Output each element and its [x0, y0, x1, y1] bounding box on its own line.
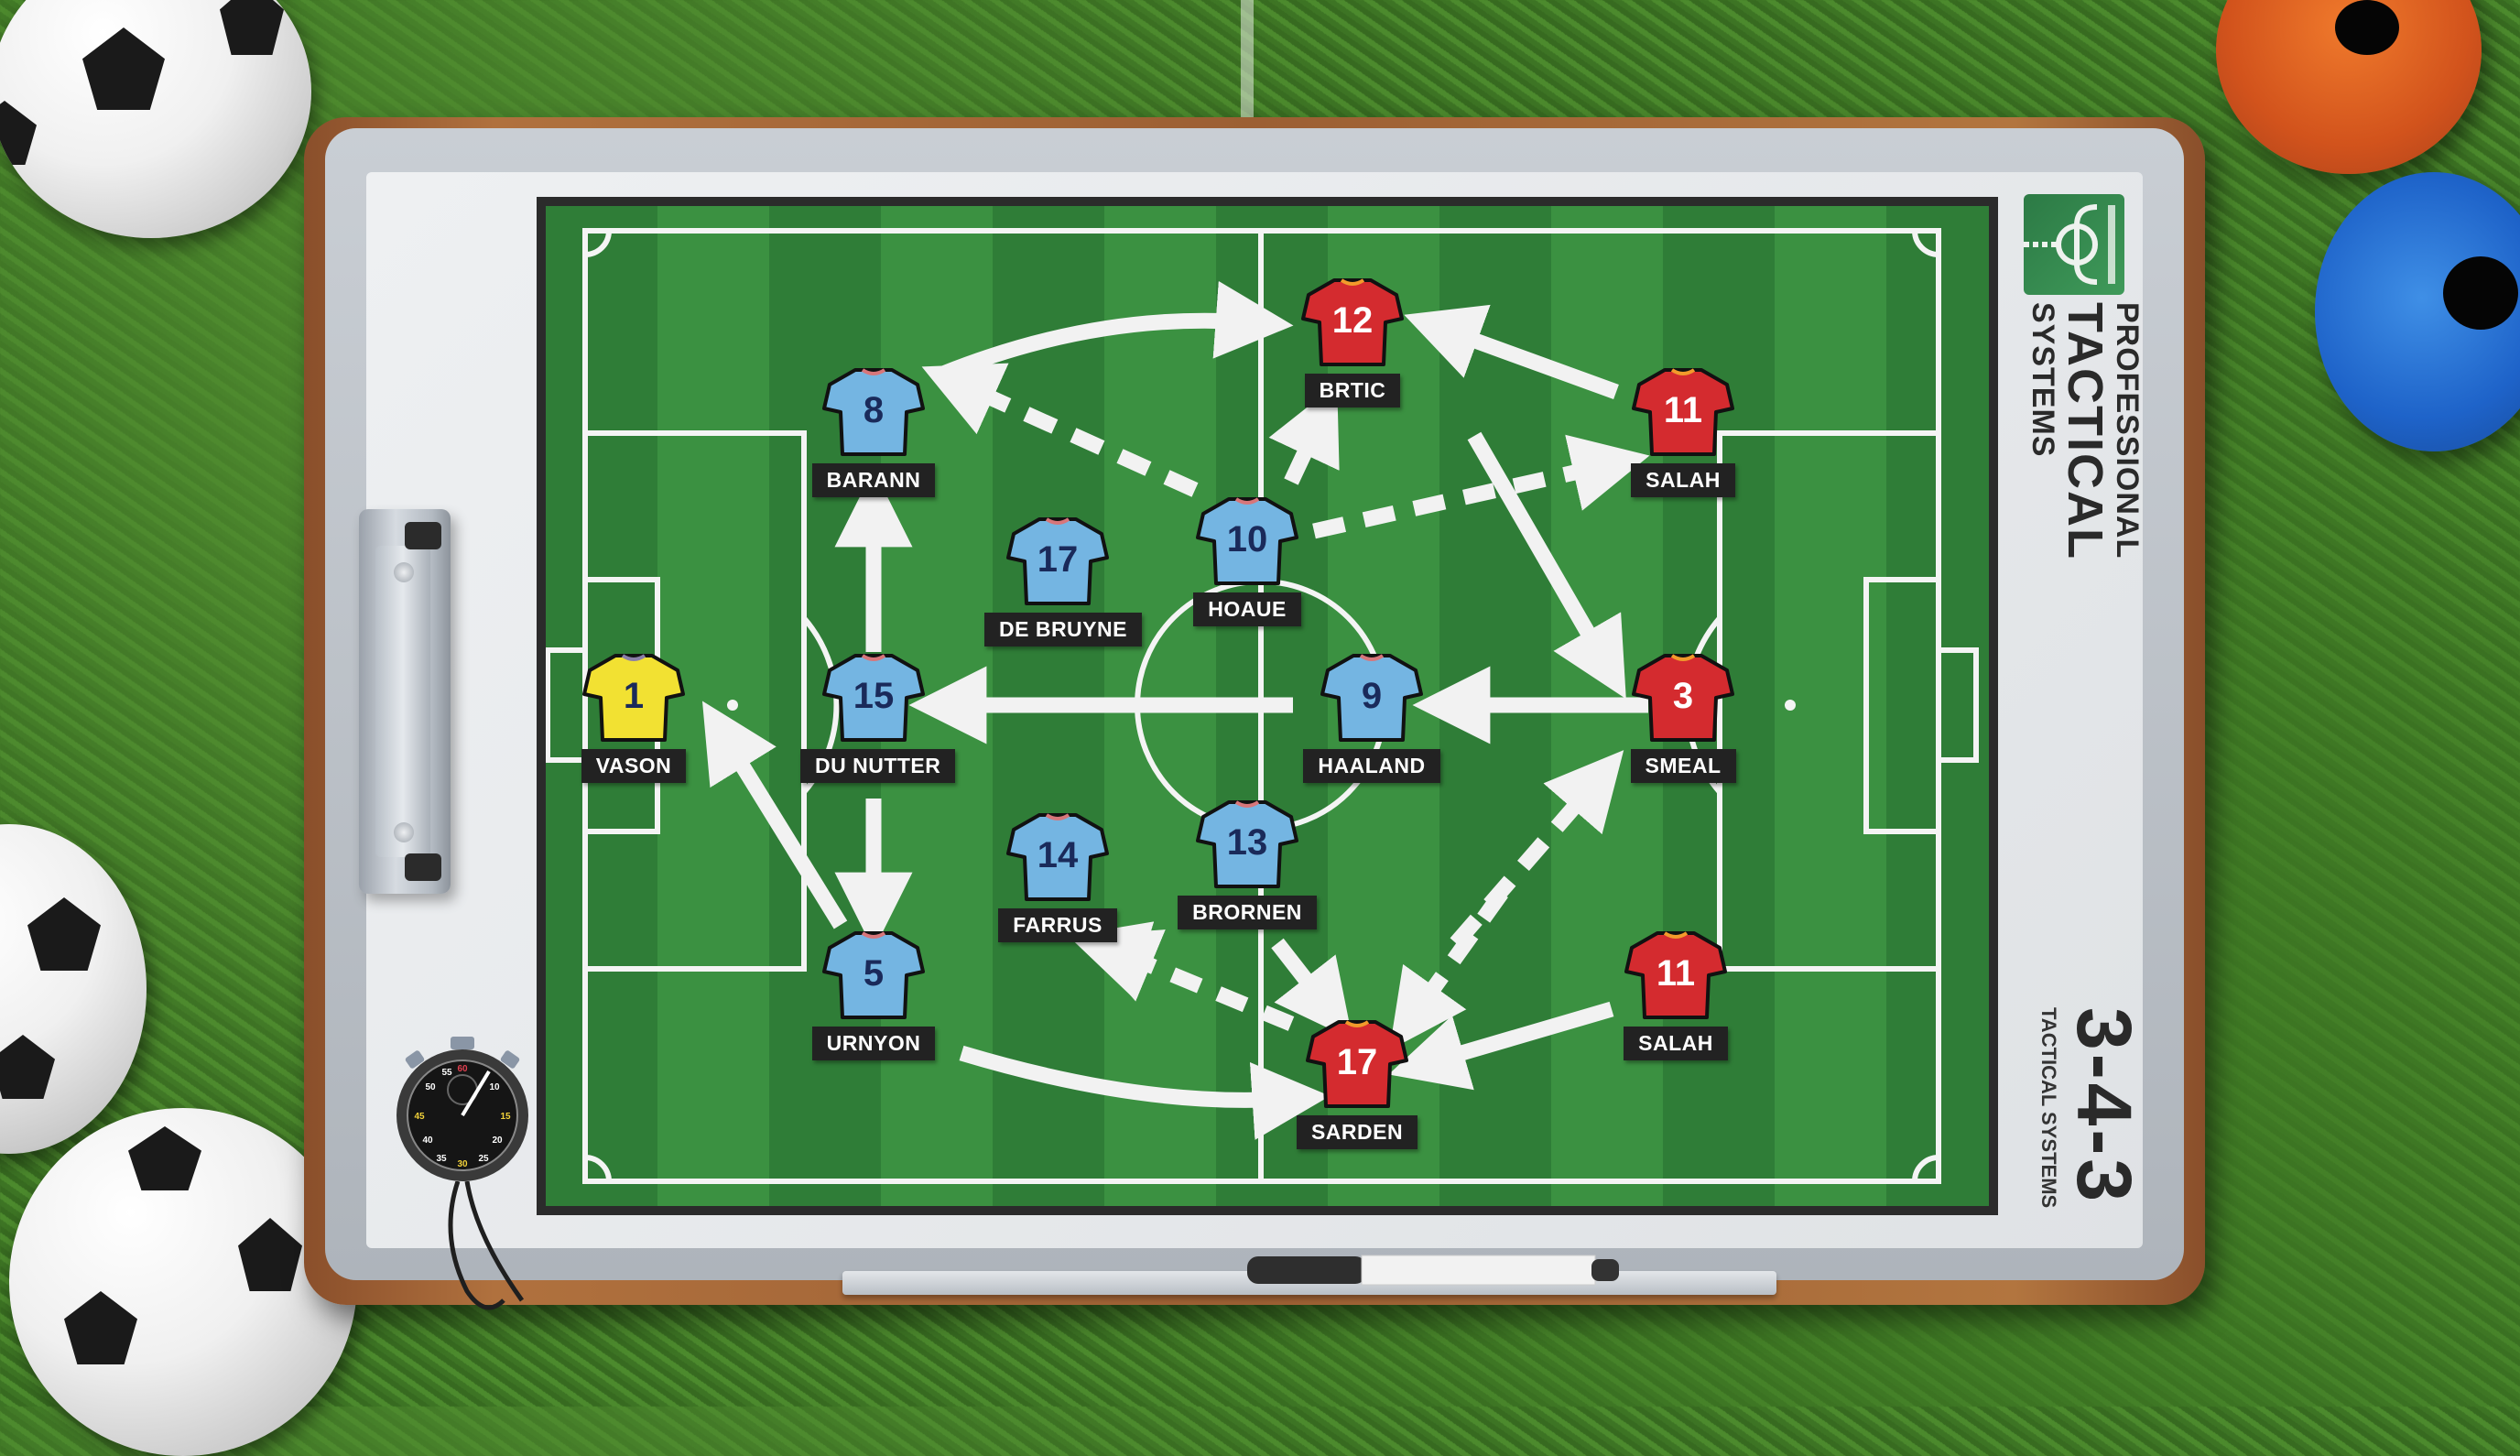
- svg-text:15: 15: [500, 1112, 511, 1122]
- player-smeal[interactable]: 3 SMEAL: [1610, 652, 1756, 783]
- brand-wordmark: PROFESSIONAL TACTICAL SYSTEMS: [2015, 302, 2145, 560]
- svg-text:60: 60: [457, 1064, 468, 1074]
- brand-line-2: TACTICAL: [2058, 302, 2113, 560]
- player-name-label: HAALAND: [1303, 749, 1440, 783]
- player-brornen[interactable]: 13 BRORNEN: [1174, 799, 1320, 929]
- formation-label: 3-4-3 TACTICAL SYSTEMS: [2015, 1007, 2147, 1209]
- board-clip[interactable]: [359, 509, 451, 894]
- player-vason[interactable]: 1 VASON: [560, 652, 707, 783]
- player-name-label: BARANN: [811, 463, 936, 497]
- player-name-label: BRTIC: [1304, 374, 1401, 407]
- player-salah-top[interactable]: 11 SALAH: [1610, 366, 1756, 497]
- player-hoaue[interactable]: 10 HOAUE: [1174, 495, 1320, 626]
- soccer-ball-top-left: [0, 0, 311, 238]
- svg-text:10: 10: [489, 1082, 500, 1092]
- goalkeeper-shirt-icon: 1: [582, 652, 685, 744]
- home-shirt-icon: 15: [822, 652, 925, 744]
- player-name-label: SALAH: [1631, 463, 1735, 497]
- player-name-label: DU NUTTER: [800, 749, 956, 783]
- away-shirt-icon: 17: [1306, 1018, 1408, 1110]
- player-name-label: HOAUE: [1193, 592, 1301, 626]
- formation-subtitle: TACTICAL SYSTEMS: [2037, 1007, 2060, 1209]
- player-sarden[interactable]: 17 SARDEN: [1284, 1018, 1430, 1149]
- svg-text:45: 45: [414, 1112, 425, 1122]
- stopwatch-lanyard: [448, 1181, 525, 1310]
- blue-training-cone: [2315, 172, 2520, 451]
- soccer-ball-bottom-left: [9, 1108, 357, 1456]
- away-shirt-icon: 11: [1624, 929, 1727, 1021]
- player-de-bruyne[interactable]: 17 DE BRUYNE: [984, 516, 1142, 647]
- pitch-logo-icon: [2024, 204, 2115, 285]
- pitch-markings: [546, 228, 1979, 1184]
- home-shirt-icon: 10: [1196, 495, 1298, 587]
- brand-line-1: PROFESSIONAL: [2110, 302, 2145, 560]
- home-shirt-icon: 8: [822, 366, 925, 458]
- player-name-label: BRORNEN: [1178, 896, 1317, 929]
- svg-text:55: 55: [441, 1068, 452, 1078]
- svg-text:35: 35: [436, 1154, 447, 1164]
- brand-logo: [2024, 194, 2124, 295]
- home-shirt-icon: 17: [1006, 516, 1109, 607]
- player-name-label: SARDEN: [1296, 1115, 1418, 1149]
- whiteboard-marker[interactable]: [1247, 1254, 1623, 1287]
- player-urnyon[interactable]: 5 URNYON: [800, 929, 947, 1060]
- home-shirt-icon: 9: [1320, 652, 1423, 744]
- player-haaland[interactable]: 9 HAALAND: [1298, 652, 1445, 783]
- home-shirt-icon: 14: [1006, 811, 1109, 903]
- player-du-nutter[interactable]: 15 DU NUTTER: [800, 652, 956, 783]
- home-shirt-icon: 5: [822, 929, 925, 1021]
- away-shirt-icon: 12: [1301, 277, 1404, 368]
- player-name-label: VASON: [581, 749, 687, 783]
- svg-text:30: 30: [457, 1159, 468, 1169]
- player-name-label: SALAH: [1624, 1027, 1728, 1060]
- field-line-background: [1241, 0, 1254, 117]
- orange-training-cone: [2216, 0, 2482, 174]
- player-salah-bottom[interactable]: 11 SALAH: [1602, 929, 1749, 1060]
- svg-text:20: 20: [492, 1135, 503, 1146]
- player-name-label: FARRUS: [998, 908, 1117, 942]
- svg-text:25: 25: [478, 1154, 489, 1164]
- player-farrus[interactable]: 14 FARRUS: [984, 811, 1131, 942]
- player-name-label: URNYON: [811, 1027, 936, 1060]
- svg-text:40: 40: [422, 1135, 433, 1146]
- brand-line-3: SYSTEMS: [2026, 302, 2060, 458]
- player-name-label: DE BRUYNE: [984, 613, 1142, 647]
- home-shirt-icon: 13: [1196, 799, 1298, 890]
- soccer-ball-left-middle: [0, 824, 147, 1154]
- svg-text:50: 50: [425, 1082, 436, 1092]
- football-pitch: [546, 206, 1989, 1206]
- tactical-arrows: [701, 280, 1650, 1140]
- player-brtic[interactable]: 12 BRTIC: [1279, 277, 1426, 407]
- stopwatch[interactable]: 60 10 15 20 25 30 35 40 45 50 55: [394, 1035, 531, 1190]
- player-name-label: SMEAL: [1630, 749, 1736, 783]
- away-shirt-icon: 11: [1632, 366, 1734, 458]
- away-shirt-icon: 3: [1632, 652, 1734, 744]
- formation-value: 3-4-3: [2061, 1007, 2147, 1206]
- player-barann[interactable]: 8 BARANN: [800, 366, 947, 497]
